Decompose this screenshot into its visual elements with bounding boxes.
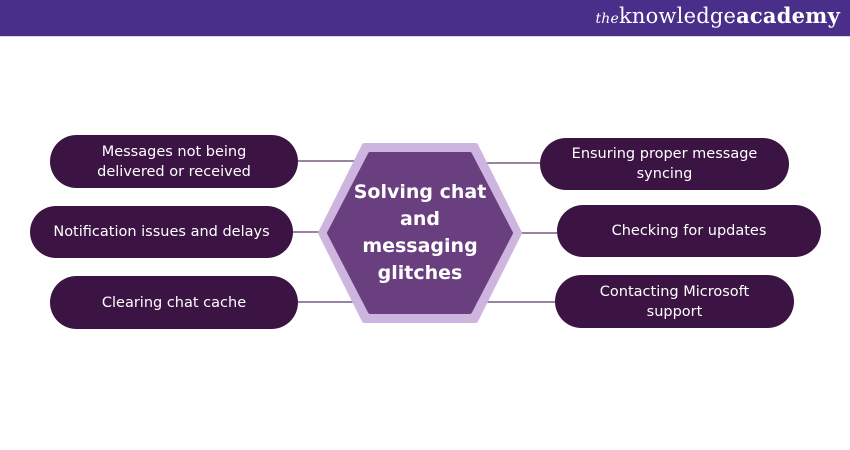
right-item-1: Ensuring proper message syncing (540, 138, 789, 190)
left-item-2: Notification issues and delays (30, 206, 293, 258)
left-item-1: Messages not being delivered or received (50, 135, 298, 188)
center-hexagon (318, 143, 522, 323)
right-item-2: Checking for updates (557, 205, 821, 257)
left-item-3: Clearing chat cache (50, 276, 298, 329)
header-bar: theknowledgeacademy (0, 0, 850, 37)
hexagon-fill (327, 152, 513, 314)
right-item-3: Contacting Microsoft support (555, 275, 794, 328)
knowledge-academy-logo[interactable]: theknowledgeacademy (595, 3, 840, 28)
center-title: Solving chat and messaging glitches (353, 181, 487, 284)
